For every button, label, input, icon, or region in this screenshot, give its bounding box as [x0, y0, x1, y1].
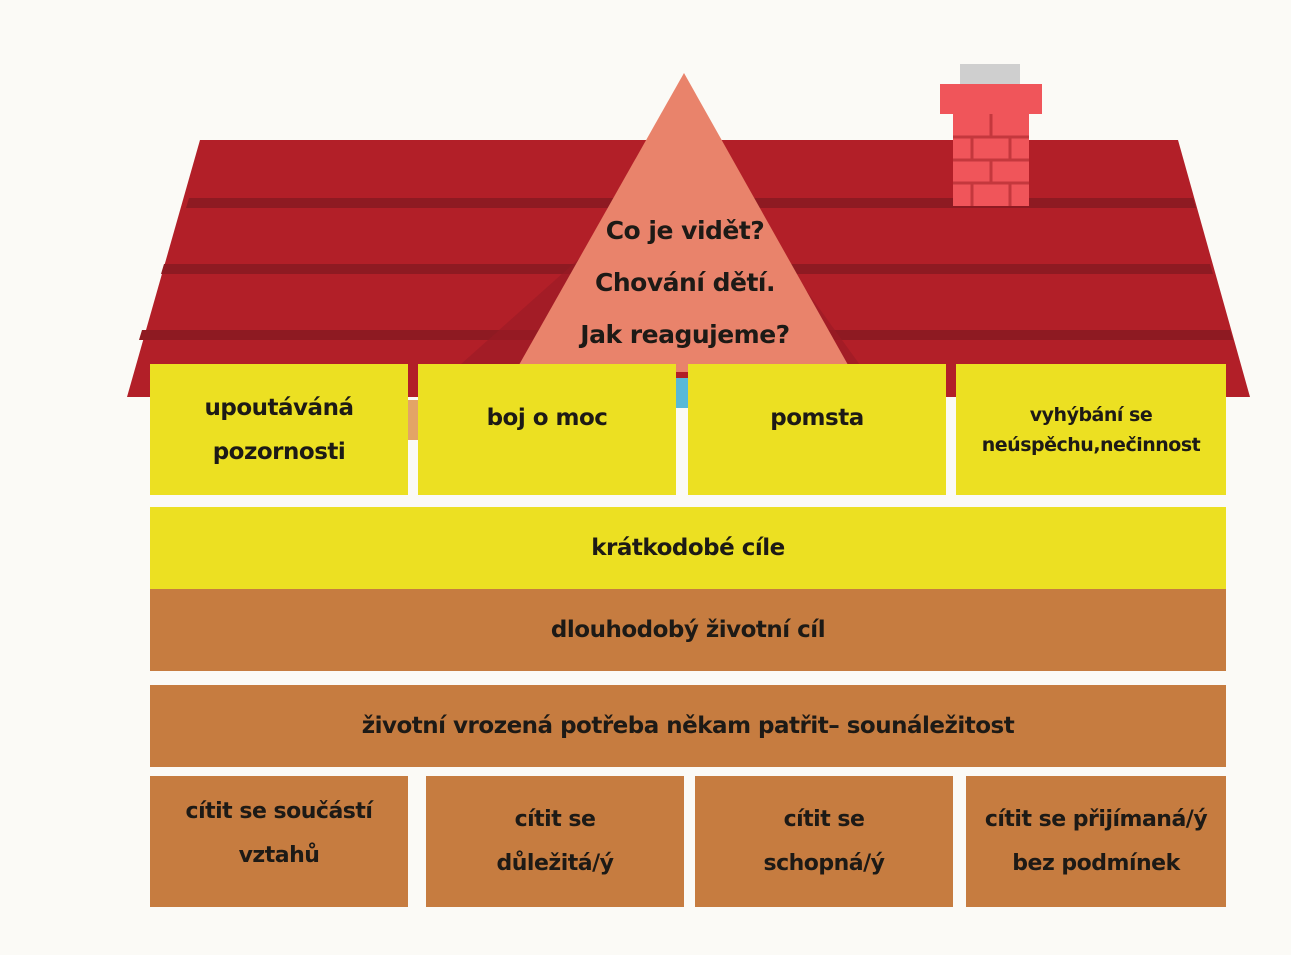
feeling-accepted: cítit se přijímaná/ý bez podmínek: [966, 776, 1226, 907]
chimney-cap: [960, 64, 1020, 86]
goal-attention: upoutáváná pozornosti: [150, 364, 408, 495]
feeling-capable: cítit se schopná/ý: [695, 776, 953, 907]
long-term-goal-band: dlouhodobý životní cíl: [150, 589, 1226, 671]
feeling-important: cítit se důležitá/ý: [426, 776, 684, 907]
window-glimpse: [676, 378, 690, 408]
roof-question: Co je vidět? Chování dětí. Jak reagujeme…: [520, 205, 850, 361]
short-term-goals-band: krátkodobé cíle: [150, 507, 1226, 589]
goal-avoidance: vyhýbání se neúspěchu,nečinnost: [956, 364, 1226, 495]
feeling-part-of-relationships: cítit se součástí vztahů: [150, 776, 408, 907]
chimney-bricks: [953, 114, 1029, 206]
wall-glimpse: [408, 400, 420, 440]
goal-power-struggle: boj o moc: [418, 364, 676, 495]
belonging-need-band: životní vrozená potřeba někam patřit– so…: [150, 685, 1226, 767]
dormer-triangle: [515, 73, 852, 372]
roof-line-1: Co je vidět?: [605, 216, 765, 245]
goal-revenge: pomsta: [688, 364, 946, 495]
roof-line-2: Chování dětí.: [595, 268, 775, 297]
roof-line-3: Jak reagujeme?: [580, 320, 790, 349]
chimney-top: [940, 84, 1042, 114]
